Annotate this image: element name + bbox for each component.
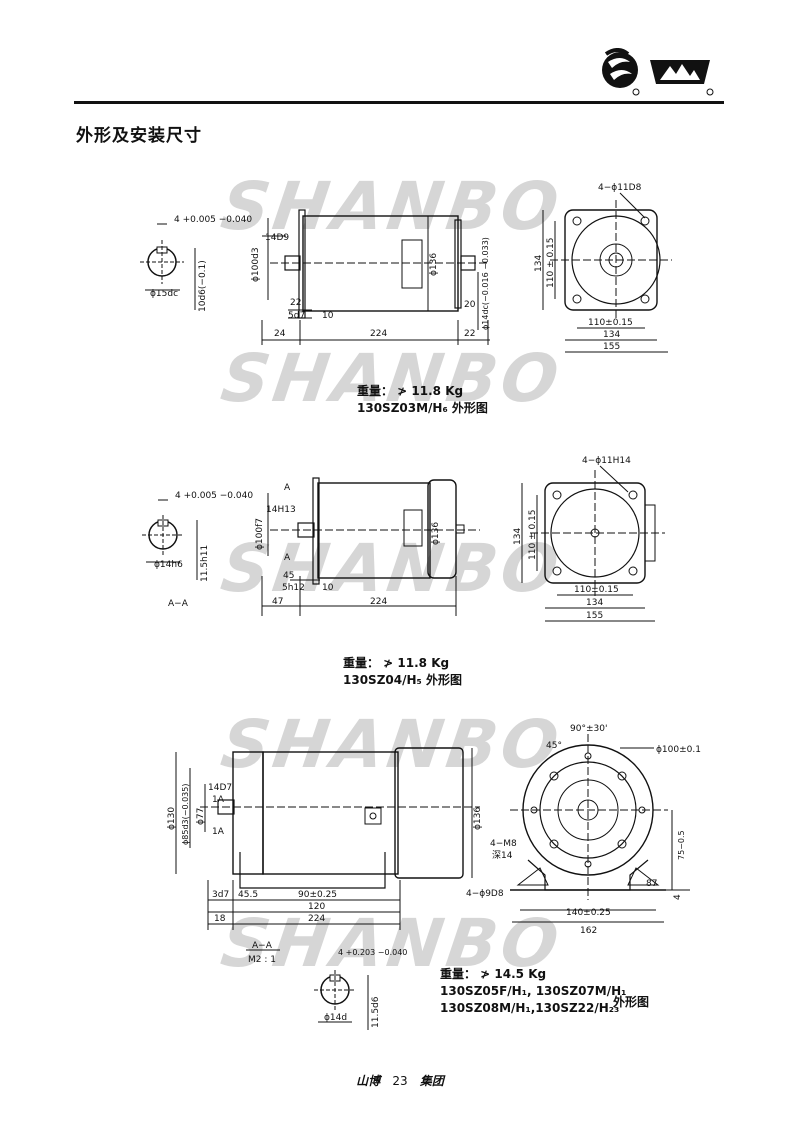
fig2-body: ϕ136 — [431, 522, 441, 545]
fig3-d90: 90±0.25 — [298, 890, 337, 900]
fig1-model: 130SZ03M/H₆ 外形图 — [357, 401, 488, 415]
mountain-logo — [650, 60, 714, 96]
figure-3: ϕ130 ϕ85d3(−0.035) ϕ77 14D7 1A 1A ϕ136 3… — [167, 724, 701, 1030]
fig2-d10: 10 — [322, 583, 334, 593]
fig1-key-depth: 10d6(−0.1) — [198, 260, 208, 312]
fig3-d120: 120 — [308, 902, 325, 912]
fig3-d140: 140±0.25 — [566, 908, 611, 918]
fig1-v134: 134 — [534, 255, 544, 272]
fig1-spigot: ϕ100d3 — [251, 247, 261, 282]
fig2-keyway-len: 14H13 — [266, 505, 296, 515]
fig3-d455: 45.5 — [238, 890, 258, 900]
fig2-d47: 47 — [272, 597, 283, 607]
fig2-d224: 224 — [370, 597, 387, 607]
fig3-d162: 162 — [580, 926, 597, 936]
fig1-v110: 110 ± 0.15 — [546, 238, 556, 288]
fig1-weight: 重量： ≯ 11.8 Kg — [357, 384, 464, 398]
fig3-d77: ϕ77 — [196, 808, 206, 825]
fig3-body: ϕ136 — [473, 807, 483, 830]
fig1-d22: 22 — [290, 298, 301, 308]
figure-1: 4 +0.005 −0.040 ϕ15dc 10d6(−0.1) 14D9 ϕ1… — [140, 183, 672, 353]
fig3-depth: 深14 — [492, 850, 513, 861]
fig3-key-tol: 4 +0.203 −0.040 — [338, 948, 407, 957]
fig2-shaft: ϕ14h6 — [154, 560, 183, 570]
fig3-weight: 重量： ≯ 14.5 Kg — [440, 967, 547, 981]
fig1-d22b: 22 — [464, 329, 475, 339]
page-footer: 山博 23 集团 — [0, 1072, 800, 1089]
fig1-d10: 10 — [322, 311, 334, 321]
brand-logos — [602, 48, 714, 96]
fig1-d20: 20 — [464, 300, 476, 310]
fig1-body: ϕ136 — [429, 253, 439, 276]
fig2-weight: 重量： ≯ 11.8 Kg — [343, 656, 450, 670]
fig3-suffix: 外形图 — [613, 995, 650, 1009]
page-title: 外形及安装尺寸 — [76, 126, 202, 146]
fig3-model-2: 130SZ08M/H₁,130SZ22/H₂₃ — [440, 1001, 620, 1015]
fig2-key-depth: 11.5h11 — [200, 545, 210, 582]
fig1-keyway-len: 14D9 — [265, 233, 289, 243]
fig3-mark-a-bottom: 1A — [212, 827, 225, 837]
fig2-h110: 110±0.15 — [574, 585, 619, 595]
footer-company: 山博 — [356, 1074, 381, 1088]
fig3-d18: 18 — [214, 914, 226, 924]
fig1-h110: 110±0.15 — [588, 318, 633, 328]
fig3-model-1: 130SZ05F/H₁, 130SZ07M/H₁ — [440, 984, 627, 998]
fig1-holes: 4−ϕ11D8 — [598, 183, 642, 193]
fig3-d85: ϕ85d3(−0.035) — [181, 784, 190, 845]
fig3-d4: 4 — [673, 894, 683, 900]
page-number: 23 — [392, 1074, 408, 1088]
fig3-d3: 3d7 — [212, 890, 229, 900]
fig1-d5: 5d7 — [288, 311, 305, 321]
header-rule — [74, 101, 724, 104]
fig1-h155: 155 — [603, 342, 620, 352]
fig1-rear-shaft: ϕ14dc(−0.016 −0.033) — [481, 237, 490, 330]
fig2-mark-a-top: A — [284, 483, 291, 493]
fig1-d24: 24 — [274, 329, 286, 339]
fig3-d87: 87 — [646, 879, 657, 889]
fig1-caption: 重量： ≯ 11.8 Kg 130SZ03M/H₆ 外形图 — [357, 383, 488, 417]
fig2-mark-a-bottom: A — [284, 553, 291, 563]
fig1-section-shaft: ϕ15dc — [150, 289, 178, 299]
shanbo-swirl-logo — [602, 48, 640, 96]
fig1-d224: 224 — [370, 329, 387, 339]
fig2-section: A−A — [168, 599, 189, 609]
fig2-model: 130SZ04/H₅ 外形图 — [343, 673, 462, 687]
fig2-caption: 重量： ≯ 11.8 Kg 130SZ04/H₅ 外形图 — [343, 655, 462, 689]
fig2-h134: 134 — [586, 598, 603, 608]
fig3-feet-holes: 4−ϕ9D8 — [466, 889, 504, 899]
fig3-bolt-circle: ϕ100±0.1 — [656, 745, 701, 755]
footer-group: 集团 — [419, 1074, 444, 1088]
fig3-angle1: 90°±30' — [570, 724, 607, 734]
fig3-tap: 4−M8 — [490, 839, 517, 849]
fig3-mark-a-top: 1A — [212, 795, 225, 805]
fig1-h134: 134 — [603, 330, 620, 340]
fig2-d45: 45 — [283, 571, 294, 581]
figure-2: 4 +0.005 −0.040 ϕ14h6 11.5h11 A−A A A 14… — [142, 456, 665, 622]
fig3-key-depth: 11.5d6 — [371, 996, 381, 1028]
fig2-key-tol: 4 +0.005 −0.040 — [175, 491, 253, 501]
fig3-d130: ϕ130 — [167, 807, 177, 830]
fig3-angle2: 45° — [546, 741, 562, 751]
fig2-d5: 5h12 — [282, 583, 305, 593]
fig3-caption: 重量： ≯ 14.5 Kg 130SZ05F/H₁, 130SZ07M/H₁ 1… — [440, 966, 626, 1017]
fig2-spigot: ϕ100f7 — [255, 518, 265, 550]
fig2-v134: 134 — [513, 528, 523, 545]
fig3-d224: 224 — [308, 914, 325, 924]
fig2-v110: 110 ± 0.15 — [528, 510, 538, 560]
fig3-h75: 75−0.5 — [677, 830, 686, 860]
fig3-shaft: ϕ14d — [324, 1013, 347, 1023]
fig3-section: A−A — [252, 941, 273, 951]
fig3-keyway: 14D7 — [208, 783, 232, 793]
fig2-h155: 155 — [586, 611, 603, 621]
fig1-key-tol: 4 +0.005 −0.040 — [174, 215, 252, 225]
fig2-holes: 4−ϕ11H14 — [582, 456, 631, 466]
fig3-scale: M2 : 1 — [248, 955, 276, 965]
